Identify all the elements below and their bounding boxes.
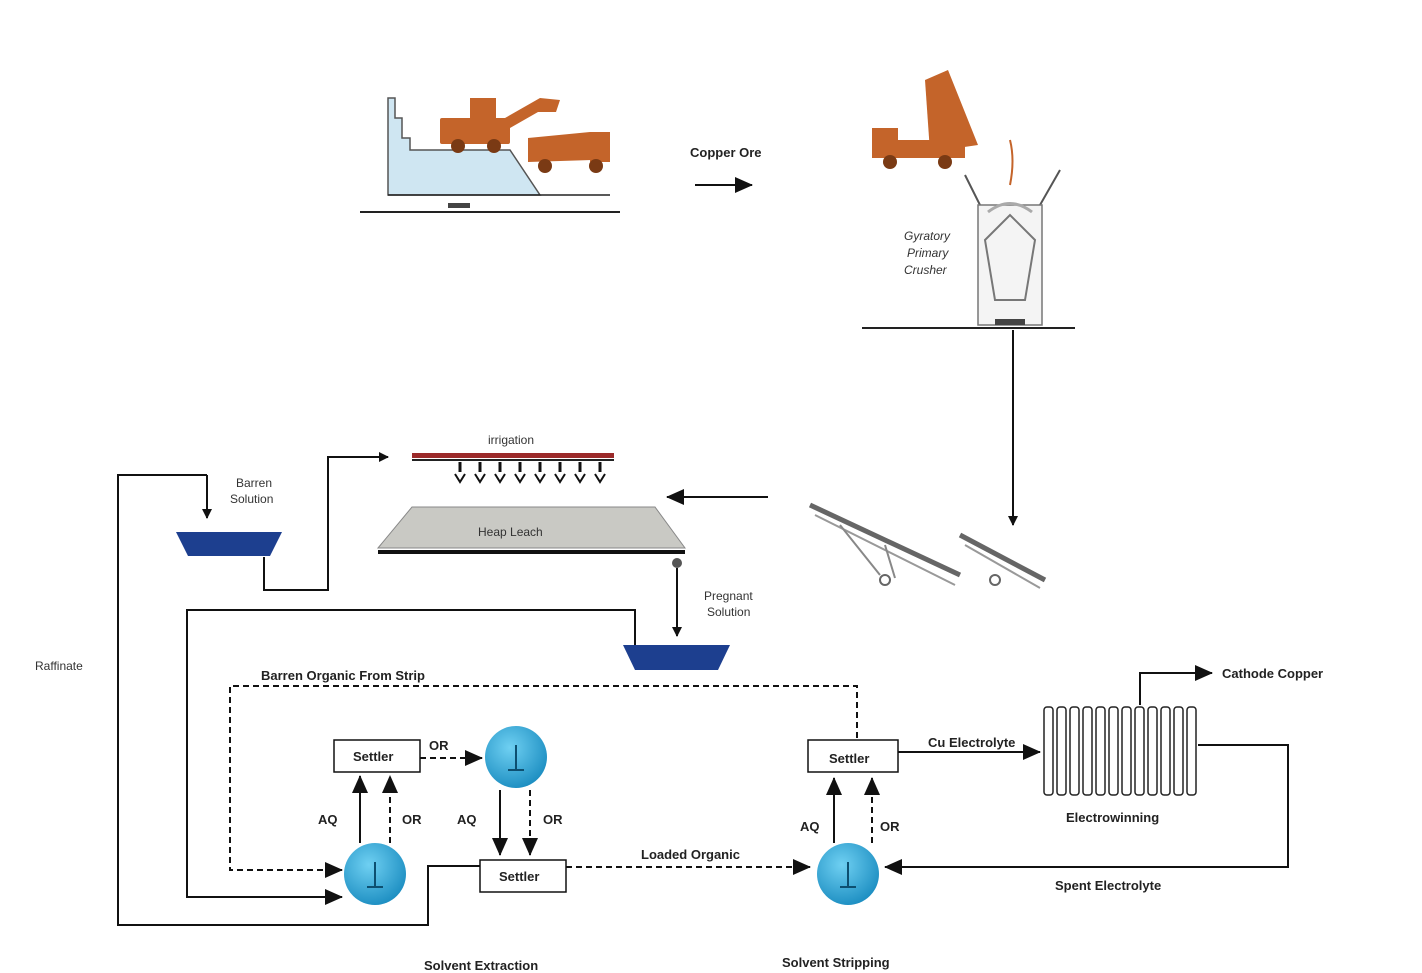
raffinate-label: Raffinate bbox=[35, 659, 83, 673]
sx-aq-label-left: AQ bbox=[318, 812, 338, 827]
strip-settler-label: Settler bbox=[829, 751, 869, 766]
sx-or-label-right: OR bbox=[543, 812, 563, 827]
strip-aq-label: AQ bbox=[800, 819, 820, 834]
cathode-copper-arrow bbox=[1139, 665, 1213, 705]
pregnant-solution-tank-icon bbox=[623, 645, 730, 670]
irrigation-label: irrigation bbox=[488, 433, 534, 447]
heap-leach-pad bbox=[376, 506, 686, 568]
mixer-icon bbox=[485, 726, 547, 788]
copper-ore-label: Copper Ore bbox=[690, 145, 762, 160]
mine-pit bbox=[360, 97, 620, 213]
barren-to-irrigation-line bbox=[263, 452, 389, 591]
electrowinning-cell-icon bbox=[1043, 706, 1197, 796]
strip-settler bbox=[807, 739, 899, 773]
sx-settler-1-label: Settler bbox=[353, 749, 393, 764]
mixer-icon bbox=[344, 843, 406, 905]
raffinate-line bbox=[117, 474, 480, 926]
spent-electrolyte-line bbox=[884, 744, 1289, 875]
barren-solution-tank-icon bbox=[176, 532, 282, 556]
barren-solution-label-line2: Solution bbox=[230, 492, 273, 506]
solvent-stripping-label: Solvent Stripping bbox=[782, 955, 890, 970]
crusher-label-line3: Crusher bbox=[904, 263, 948, 277]
cu-electrolyte-label: Cu Electrolyte bbox=[928, 735, 1015, 750]
sx-aq-label-right: AQ bbox=[457, 812, 477, 827]
sx-or-label-top: OR bbox=[429, 738, 449, 753]
sx-settler-2-label: Settler bbox=[499, 869, 539, 884]
gyratory-crusher-icon bbox=[862, 169, 1075, 329]
mixer-icon bbox=[817, 843, 879, 905]
sprinkler-icon bbox=[412, 453, 614, 484]
sx-or-label-left: OR bbox=[402, 812, 422, 827]
pregnant-solution-label-line2: Solution bbox=[707, 605, 750, 619]
sx-settler-2 bbox=[479, 859, 567, 893]
cathode-copper-label: Cathode Copper bbox=[1222, 666, 1323, 681]
heap-leach-label: Heap Leach bbox=[478, 525, 543, 539]
crusher-label-line1: Gyratory bbox=[904, 229, 951, 243]
solvent-extraction-label: Solvent Extraction bbox=[424, 958, 538, 973]
strip-or-label: OR bbox=[880, 819, 900, 834]
barren-solution-label-line1: Barren bbox=[236, 476, 272, 490]
dump-truck-icon bbox=[872, 70, 1014, 186]
conveyor-icon bbox=[808, 502, 1047, 589]
barren-organic-line bbox=[229, 685, 858, 878]
sx-settler-1 bbox=[333, 739, 421, 773]
loaded-organic-label: Loaded Organic bbox=[641, 847, 740, 862]
barren-organic-label: Barren Organic From Strip bbox=[261, 668, 425, 683]
crusher-label-line2: Primary bbox=[907, 246, 949, 260]
electrowinning-label: Electrowinning bbox=[1066, 810, 1159, 825]
spent-electrolyte-label: Spent Electrolyte bbox=[1055, 878, 1161, 893]
pregnant-to-mixer-line bbox=[186, 609, 636, 905]
haul-truck-icon bbox=[528, 132, 610, 173]
excavator-icon bbox=[440, 98, 560, 153]
pregnant-solution-label-line1: Pregnant bbox=[704, 589, 753, 603]
